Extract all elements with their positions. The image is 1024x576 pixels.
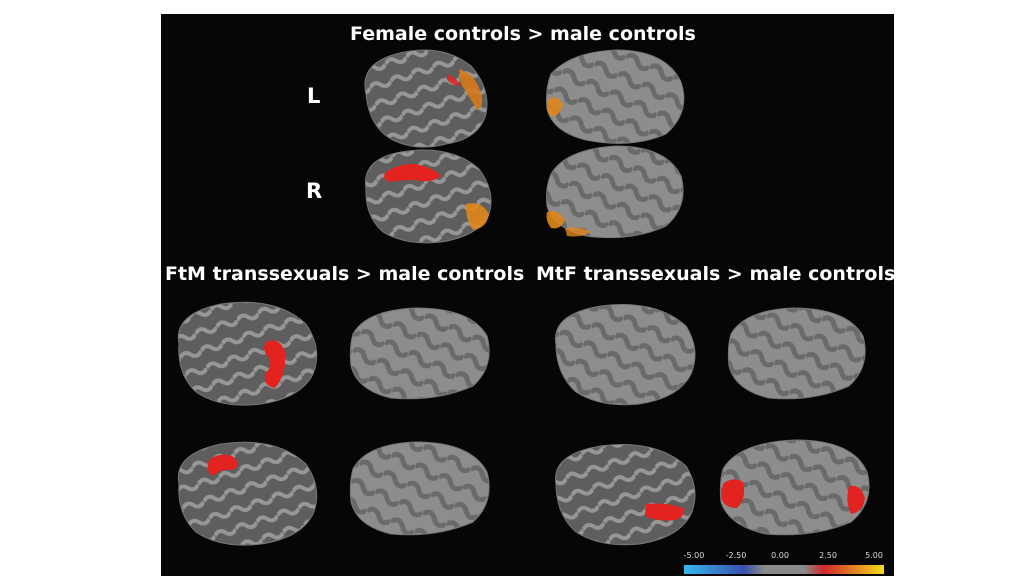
brain-top-right-lateral	[364, 149, 492, 244]
colorbar-gradient	[684, 565, 884, 574]
row-label-right: R	[306, 179, 323, 203]
brain-mtf-left-medial	[727, 307, 866, 400]
brain-mtf-left-lateral	[555, 304, 696, 406]
brain-top-left-lateral	[364, 49, 488, 148]
brain-top-right-medial	[546, 145, 684, 239]
figure-panel: Female controls > male controls L R FtM …	[161, 14, 894, 576]
colorbar-tick: 2.50	[819, 551, 837, 560]
colorbar-tick: -5.00	[683, 551, 705, 560]
title-ftm-vs-male: FtM transsexuals > male controls	[165, 263, 525, 285]
brain-mtf-right-lateral	[555, 444, 696, 546]
row-label-left: L	[307, 84, 321, 108]
title-mtf-vs-male: MtF transsexuals > male controls	[536, 263, 894, 285]
title-female-vs-male: Female controls > male controls	[350, 23, 696, 45]
brain-ftm-right-lateral	[177, 441, 318, 546]
brain-top-left-medial	[546, 49, 685, 144]
brain-surfaces	[177, 49, 870, 546]
brain-ftm-right-medial	[349, 441, 490, 536]
colorbar-tick: 5.00	[865, 551, 883, 560]
colorbar-tick: -2.50	[725, 551, 747, 560]
brain-mtf-right-medial	[719, 439, 870, 536]
brain-ftm-left-medial	[349, 307, 490, 400]
colorbar: -5.00 -2.50 0.00 2.50 5.00	[684, 551, 889, 575]
brain-ftm-left-lateral	[177, 301, 318, 406]
colorbar-tick: 0.00	[771, 551, 789, 560]
